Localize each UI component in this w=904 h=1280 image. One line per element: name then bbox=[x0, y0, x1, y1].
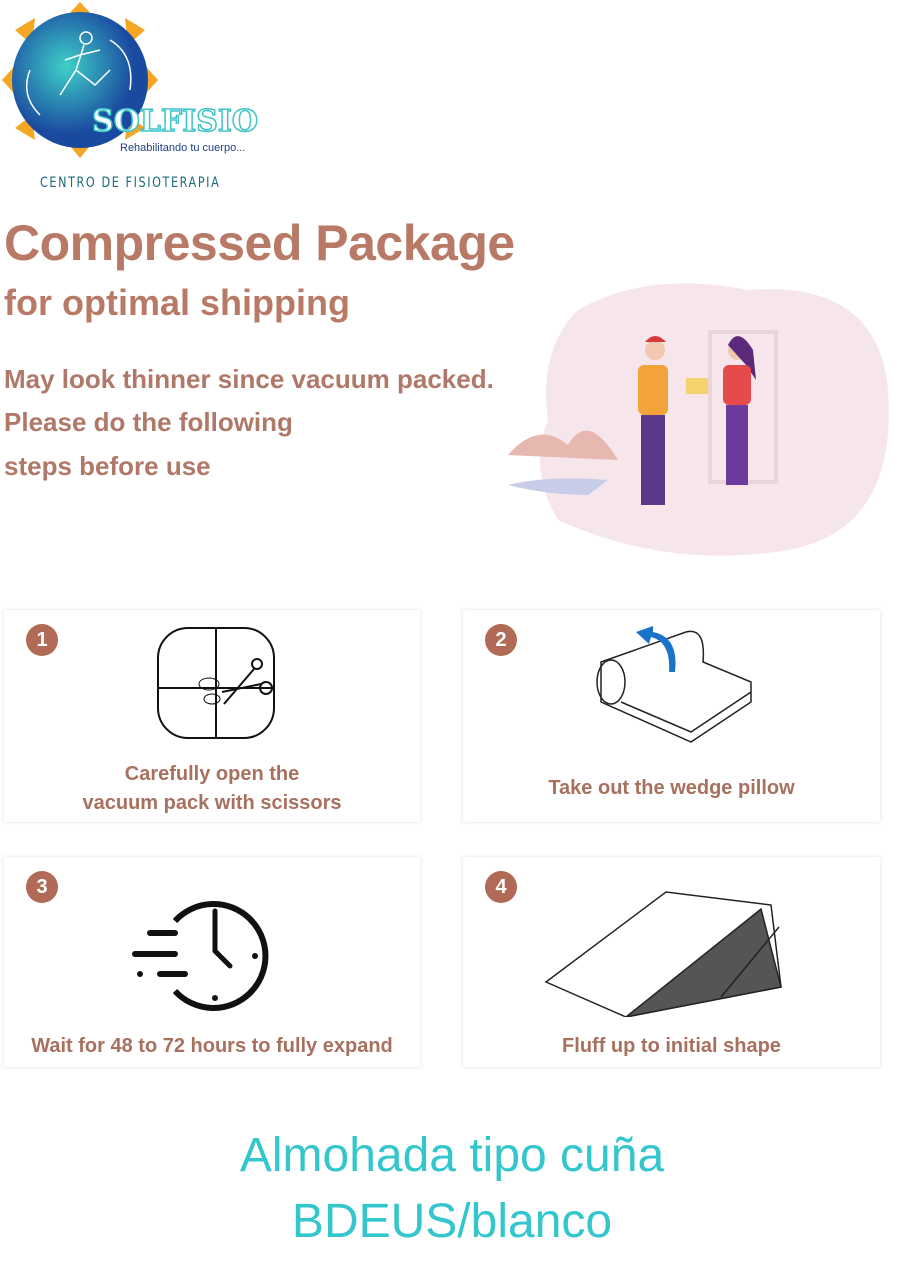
solfisio-logo bbox=[2, 2, 158, 158]
caption-line: Fluff up to initial shape bbox=[562, 1035, 781, 1057]
product-name: Almohada tipo cuña bbox=[239, 1129, 665, 1182]
brand-slogan: Rehabilitando tu cuerpo... bbox=[120, 142, 246, 154]
page-subtitle: for optimal shipping bbox=[4, 282, 350, 323]
brand-subtitle: CENTRO DE FISIOTERAPIA bbox=[40, 175, 221, 191]
step-card-1: 1 Carefully open the vacuum pack with sci… bbox=[4, 610, 420, 822]
body-line: May look thinner since vacuum packed. bbox=[4, 364, 494, 394]
step-caption: Wait for 48 to 72 hours to fully expand bbox=[4, 1032, 420, 1061]
step-caption: Carefully open the vacuum pack with sciss… bbox=[4, 760, 420, 818]
step-card-2: 2 Take out the wedge pillow bbox=[463, 610, 880, 822]
delivery-illustration bbox=[508, 283, 889, 556]
step-card-4: 4 Fluff up to initial shape bbox=[463, 857, 880, 1067]
caption-line: Wait for 48 to 72 hours to fully expand bbox=[31, 1035, 393, 1057]
caption-line: Take out the wedge pillow bbox=[548, 777, 795, 799]
scissors-package-icon bbox=[157, 627, 275, 739]
caption-line: Carefully open the bbox=[124, 763, 300, 785]
fast-clock-icon bbox=[132, 901, 269, 1011]
brand-name: SOLFISIO bbox=[91, 103, 259, 140]
body-line: Please do the following bbox=[4, 407, 293, 437]
caption-line: vacuum pack with scissors bbox=[82, 792, 342, 814]
body-line: steps before use bbox=[4, 451, 211, 481]
step-caption: Take out the wedge pillow bbox=[463, 774, 880, 803]
step-number: 3 bbox=[26, 871, 58, 903]
step-card-3: 3 Wait for 48 to 72 hours to fully expan… bbox=[4, 857, 420, 1067]
wedge-pillow-icon bbox=[544, 891, 782, 1017]
unroll-pillow-icon bbox=[596, 626, 752, 743]
page-title: Compressed Package bbox=[4, 215, 515, 271]
step-number: 1 bbox=[26, 624, 58, 656]
product-variant: BDEUS/blanco bbox=[291, 1195, 613, 1248]
step-number: 2 bbox=[485, 624, 517, 656]
step-caption: Fluff up to initial shape bbox=[463, 1032, 880, 1061]
step-number: 4 bbox=[485, 871, 517, 903]
